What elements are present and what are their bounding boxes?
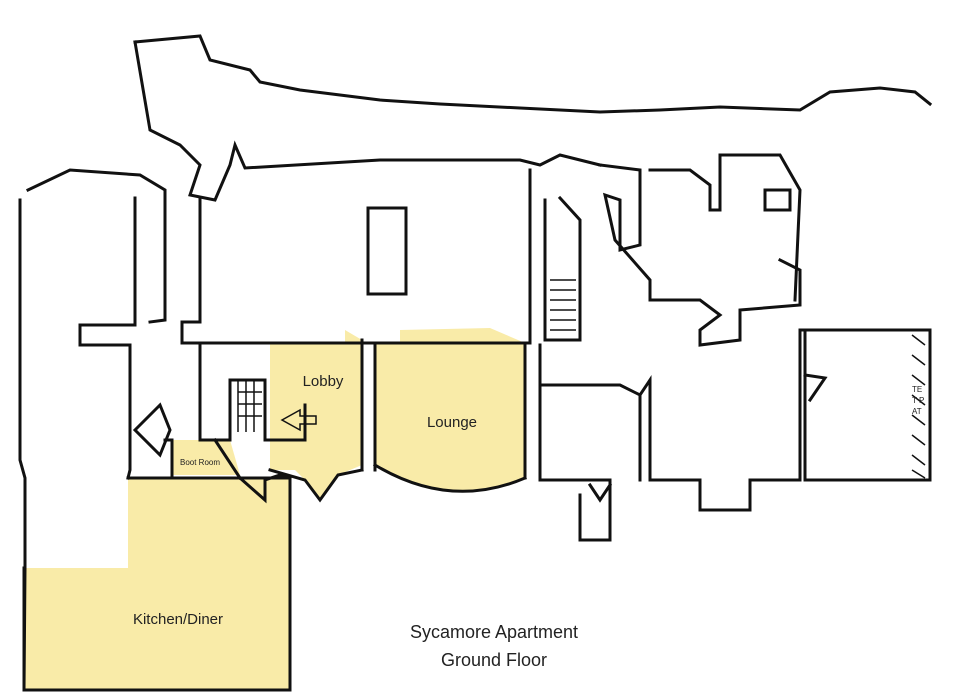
wall-far-right bbox=[803, 328, 932, 482]
hall-column bbox=[366, 206, 408, 296]
wall-right-stairs bbox=[543, 195, 582, 342]
edge-fragment-line-3: AT bbox=[912, 407, 922, 416]
wall-lobby-lounge-divider bbox=[360, 338, 377, 472]
wall-far-right-door bbox=[803, 373, 828, 403]
lounge-label: Lounge bbox=[427, 414, 477, 431]
walls bbox=[18, 34, 933, 692]
wall-lounge-right bbox=[523, 341, 542, 482]
wall-right-upper bbox=[648, 153, 802, 302]
wall-boot-room bbox=[163, 438, 292, 504]
wall-upper-left bbox=[133, 40, 602, 202]
boot-room-label: Boot Room bbox=[180, 458, 220, 467]
wall-lounge-curve bbox=[372, 462, 527, 493]
lounge-area bbox=[375, 328, 525, 492]
wall-top-left-block bbox=[133, 34, 933, 114]
wall-boot-room-door bbox=[212, 437, 243, 481]
wall-central-hall bbox=[180, 168, 532, 345]
kitchen-diner-label: Kitchen/Diner bbox=[133, 611, 223, 628]
title-line-2: Ground Floor bbox=[441, 650, 547, 670]
wall-right-middle bbox=[598, 163, 802, 347]
stairs-lower bbox=[237, 380, 262, 432]
wall-lobby-bottom bbox=[268, 468, 364, 503]
wall-left-inner bbox=[78, 196, 137, 480]
wall-left-shaft bbox=[26, 168, 167, 324]
edge-fragment-text: TE T P AT bbox=[912, 385, 924, 416]
lobby-area bbox=[270, 330, 362, 500]
wall-kitchen bbox=[22, 476, 292, 692]
room-labels: Lobby Lounge Kitchen/Diner Boot Room bbox=[133, 373, 477, 628]
highlighted-rooms bbox=[24, 328, 525, 690]
wall-hatch bbox=[911, 334, 926, 479]
title-line-1: Sycamore Apartment bbox=[410, 622, 578, 642]
stairs-arrow bbox=[280, 408, 317, 432]
edge-fragment-line-1: TE bbox=[912, 385, 922, 394]
wall-lower-right-inner bbox=[538, 393, 642, 542]
kitchen-diner-area bbox=[24, 478, 290, 690]
edge-fragment-line-2: T P bbox=[912, 396, 924, 405]
plan-title: Sycamore Apartment Ground Floor bbox=[410, 622, 578, 670]
wall-bottom-door bbox=[587, 482, 613, 503]
wall-stairs-block bbox=[198, 341, 307, 442]
stairs-right bbox=[550, 279, 576, 331]
wall-right-notch bbox=[763, 188, 792, 212]
wall-lower-right bbox=[538, 328, 932, 512]
wall-left-chevron bbox=[132, 402, 172, 458]
lobby-label: Lobby bbox=[303, 373, 344, 390]
boot-room-area bbox=[172, 440, 240, 475]
